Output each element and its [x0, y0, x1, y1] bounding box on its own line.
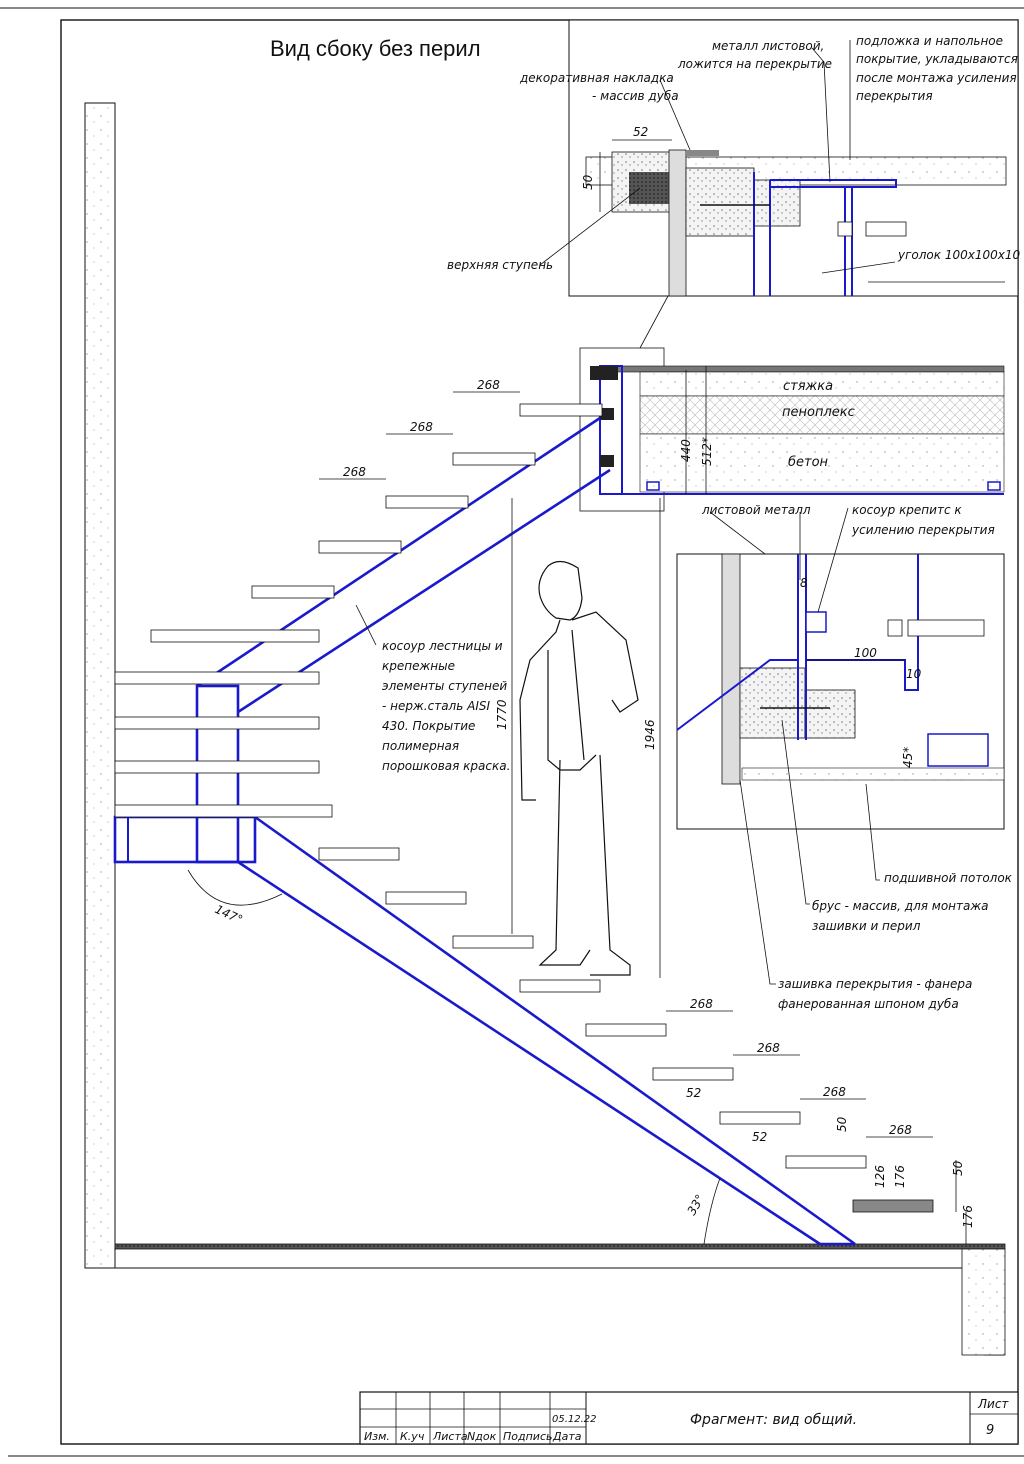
left-wall: [84, 102, 1006, 1356]
dim-1770: 1770: [495, 699, 509, 730]
step: [452, 935, 534, 949]
dim-268-5: 268: [757, 1041, 780, 1055]
dim-52-b: 52: [752, 1130, 767, 1144]
step: [251, 585, 335, 599]
stringer-note: косоур лестницы и крепежные элементы сту…: [355, 604, 510, 773]
lower-steps: [318, 847, 934, 1213]
label-concrete: бетон: [788, 455, 829, 470]
stamp-date: 05.12.22: [552, 1414, 597, 1425]
dim-10: 10: [906, 667, 922, 681]
label-stringer-2: крепежные: [382, 659, 455, 673]
label-stringer-5: 430. Покрытие: [382, 719, 475, 733]
label-floor-2: покрытие, укладываются: [856, 52, 1018, 66]
label-cladding-2: фанерованная шпоном дуба: [778, 997, 959, 1011]
dim-268-7: 268: [889, 1123, 912, 1137]
step: [318, 847, 400, 861]
stamp-header-3: Листа: [432, 1430, 468, 1443]
dim-268-6: 268: [823, 1085, 846, 1099]
step: [652, 1067, 734, 1081]
label-stringer-6: полимерная: [382, 739, 459, 753]
dim-50-a: 50: [835, 1116, 849, 1132]
dim-50-b: 50: [951, 1160, 965, 1176]
label-decor-2: - массив дуба: [592, 89, 679, 103]
person-figure: [519, 560, 639, 976]
stamp-sheet-number: 9: [986, 1423, 994, 1438]
dim-100: 100: [854, 646, 877, 660]
dim-126: 126: [873, 1165, 887, 1188]
label-stringer-4: - нерж.сталь AISI: [382, 699, 490, 713]
bottom-detail: 8 100 10 45* листовой металл косоур креп…: [676, 503, 1005, 830]
dim-176-b: 176: [961, 1205, 975, 1228]
label-ceiling: подшивной потолок: [884, 871, 1013, 885]
label-foam: пеноплекс: [782, 405, 855, 420]
angle-147: 147°: [213, 902, 245, 927]
label-stringer-fix-1: косоур крепитс к: [852, 503, 962, 517]
label-sheet-metal: листовой металл: [701, 503, 811, 517]
step: [318, 540, 402, 554]
stamp-caption: Фрагмент: вид общий.: [690, 1412, 857, 1428]
step: [385, 495, 469, 509]
step: [150, 629, 320, 643]
label-decor-1: декоративная накладка: [519, 71, 674, 85]
angle-33: 33°: [684, 1192, 707, 1217]
step: [852, 1199, 934, 1213]
floor-slab: стяжка пеноплекс бетон 440 512*: [579, 347, 1005, 512]
angle-marks: 147° 33°: [187, 869, 721, 1245]
label-stringer-7: порошковая краска.: [382, 759, 510, 773]
step: [114, 760, 320, 774]
label-floor-3: после монтажа усиления: [856, 71, 1017, 85]
dim-45: 45*: [901, 747, 915, 768]
dim-268-4: 268: [690, 997, 713, 1011]
dim-8: 8: [800, 576, 808, 590]
step: [519, 979, 601, 993]
dim-268-2: 268: [410, 420, 433, 434]
dim-50-top: 50: [581, 174, 595, 190]
label-stringer-3: элементы ступеней: [382, 679, 507, 693]
dim-440: 440: [679, 439, 693, 462]
stamp-sheet-label: Лист: [977, 1397, 1009, 1411]
dim-268-1: 268: [477, 378, 500, 392]
label-metal-top-2: ложится на перекрытие: [677, 57, 832, 71]
label-angle: уголок 100х100х10: [897, 248, 1020, 262]
bottom-notes: подшивной потолок брус - массив, для мон…: [739, 719, 1013, 1011]
step: [114, 804, 333, 818]
stamp-header-6: Дата: [552, 1430, 582, 1443]
dim-52-top: 52: [633, 125, 648, 139]
dim-176-a: 176: [893, 1165, 907, 1188]
step: [719, 1111, 801, 1125]
step: [785, 1155, 867, 1169]
stamp-header-1: Изм.: [364, 1430, 390, 1443]
step: [452, 452, 536, 466]
label-upper-step: верхняя ступень: [447, 258, 553, 272]
label-stringer-1: косоур лестницы и: [382, 639, 503, 653]
clearance-dims: 1770 1946: [495, 498, 661, 978]
drawing-title: Вид сбоку без перил: [270, 36, 481, 61]
stamp-header-5: Подпись: [503, 1430, 552, 1443]
step: [519, 403, 603, 417]
step: [114, 671, 320, 685]
step: [385, 891, 467, 905]
stamp-header-2: К.уч: [400, 1430, 425, 1443]
label-screed: стяжка: [783, 379, 833, 394]
title-block: Изм. К.уч Листа Nдок Подпись Дата 05.12.…: [359, 1391, 1019, 1445]
top-detail: 52 50 декоративная накладка - массив дуб…: [447, 19, 1020, 297]
label-stringer-fix-2: усилению перекрытия: [851, 523, 995, 537]
dim-512: 512*: [700, 437, 714, 466]
step: [114, 716, 320, 730]
label-floor-1: подложка и напольное: [856, 34, 1003, 48]
step: [585, 1023, 667, 1037]
label-beam-1: брус - массив, для монтажа: [812, 899, 989, 913]
label-floor-4: перекрытия: [856, 89, 933, 103]
upper-steps: [114, 403, 603, 818]
label-beam-2: зашивки и перил: [812, 919, 921, 933]
stamp-header-4: Nдок: [467, 1430, 497, 1443]
label-metal-top-1: металл листовой,: [712, 39, 824, 53]
dim-52-a: 52: [686, 1086, 701, 1100]
dim-1946: 1946: [643, 719, 657, 750]
label-cladding-1: зашивка перекрытия - фанера: [778, 977, 972, 991]
dim-268-3: 268: [343, 465, 366, 479]
step-dims: 268 268 268 268 268 268 268 52 52 50 126…: [319, 378, 975, 1244]
